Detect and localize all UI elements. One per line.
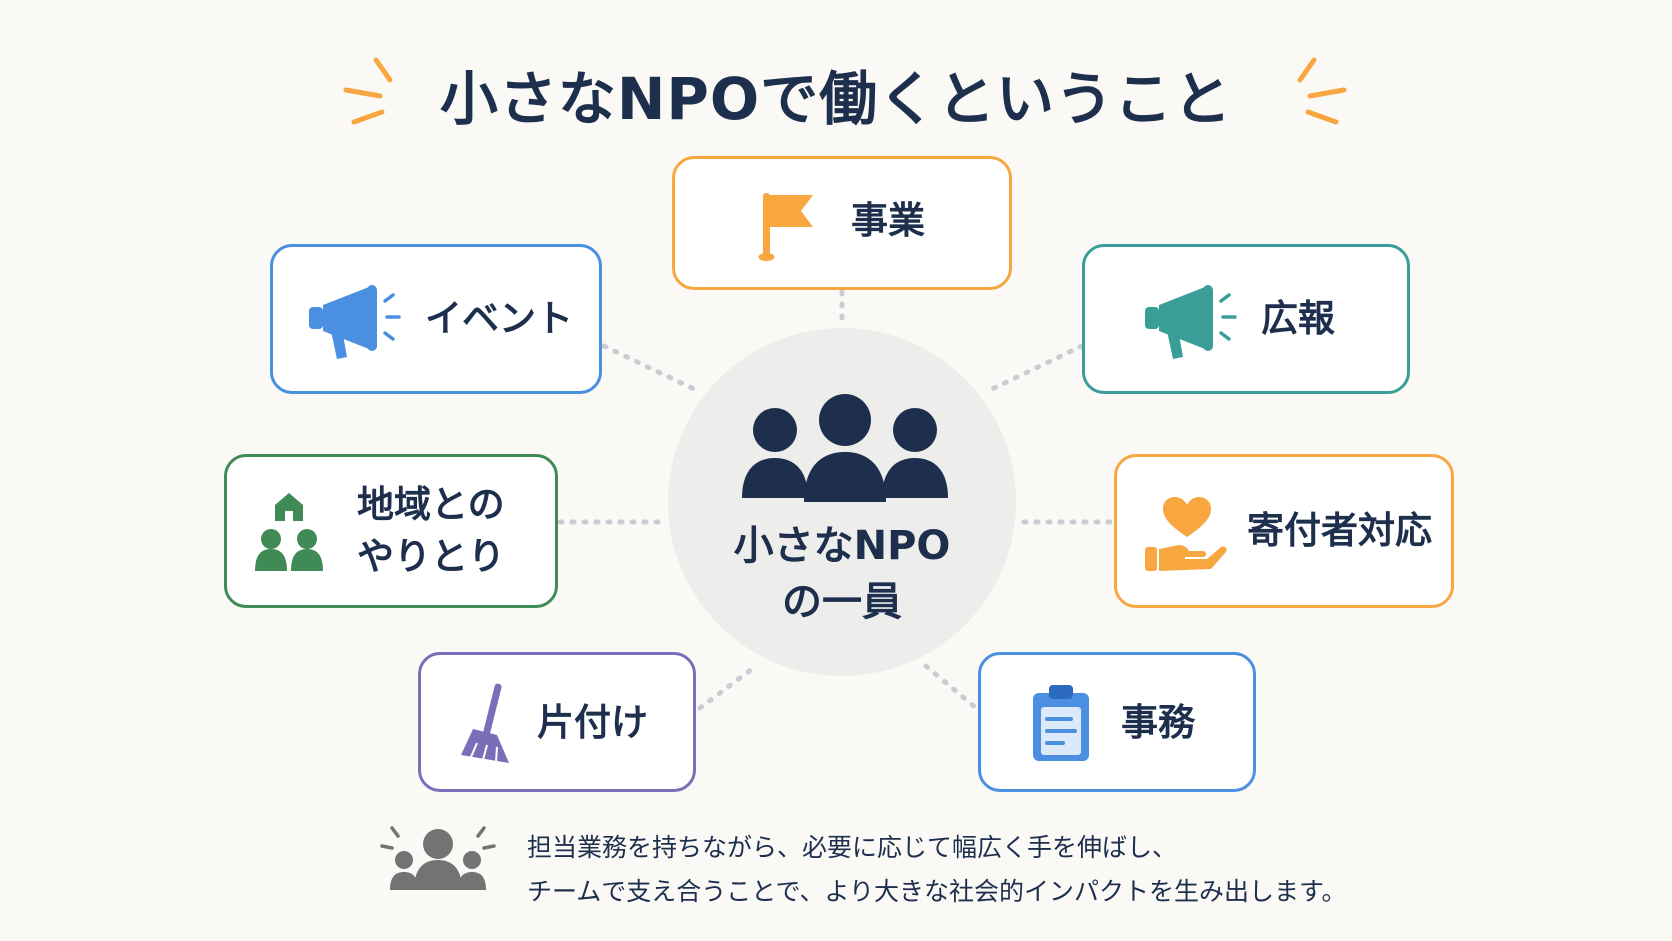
footer-description: 担当業務を持ちながら、必要に応じて幅広く手を伸ばし、 チームで支え合うことで、よ… bbox=[527, 826, 1427, 914]
card-community: 地域との やりとり bbox=[224, 454, 558, 608]
card-pr: 広報 bbox=[1082, 244, 1410, 394]
megaphone-icon bbox=[309, 285, 401, 359]
card-admin-label: 事務 bbox=[1121, 701, 1195, 744]
card-community-label-line2: やりとり bbox=[357, 535, 505, 578]
card-donor: 寄付者対応 bbox=[1114, 454, 1454, 608]
card-cleanup: 片付け bbox=[418, 652, 696, 792]
team-people-icon bbox=[380, 826, 496, 890]
burst-left-icon bbox=[343, 57, 393, 125]
card-community-label: 地域との やりとり bbox=[357, 479, 505, 583]
broom-icon bbox=[461, 683, 509, 763]
flag-icon bbox=[758, 193, 813, 261]
card-event-label: イベント bbox=[425, 297, 573, 340]
megaphone-icon bbox=[1145, 285, 1237, 359]
card-donor-label: 寄付者対応 bbox=[1247, 509, 1432, 552]
connector-event bbox=[601, 343, 699, 393]
card-admin: 事務 bbox=[978, 652, 1256, 792]
footer-line2: チームで支え合うことで、より大きな社会的インパクトを生み出します。 bbox=[527, 877, 1347, 906]
connector-admin bbox=[923, 663, 979, 711]
community-house-people-icon bbox=[255, 493, 323, 571]
clipboard-icon bbox=[1033, 685, 1089, 761]
card-cleanup-label: 片付け bbox=[537, 701, 648, 744]
center-label-line2: の一員 bbox=[782, 579, 902, 625]
footer-line1: 担当業務を持ちながら、必要に応じて幅広く手を伸ばし、 bbox=[527, 833, 1178, 862]
connector-pr bbox=[987, 343, 1085, 393]
group-people-icon bbox=[742, 394, 948, 502]
card-business: 事業 bbox=[672, 156, 1012, 290]
heart-hand-icon bbox=[1145, 497, 1227, 571]
connector-cleanup bbox=[697, 663, 759, 711]
card-event: イベント bbox=[270, 244, 602, 394]
page-title: 小さなNPOで働くということ bbox=[439, 65, 1233, 133]
card-community-label-line1: 地域との bbox=[357, 483, 505, 526]
center-label: 小さなNPO の一員 bbox=[668, 518, 1016, 630]
card-business-label: 事業 bbox=[851, 199, 925, 242]
center-label-line1: 小さなNPO bbox=[733, 523, 951, 569]
card-pr-label: 広報 bbox=[1261, 297, 1335, 340]
burst-right-icon bbox=[1297, 57, 1347, 125]
